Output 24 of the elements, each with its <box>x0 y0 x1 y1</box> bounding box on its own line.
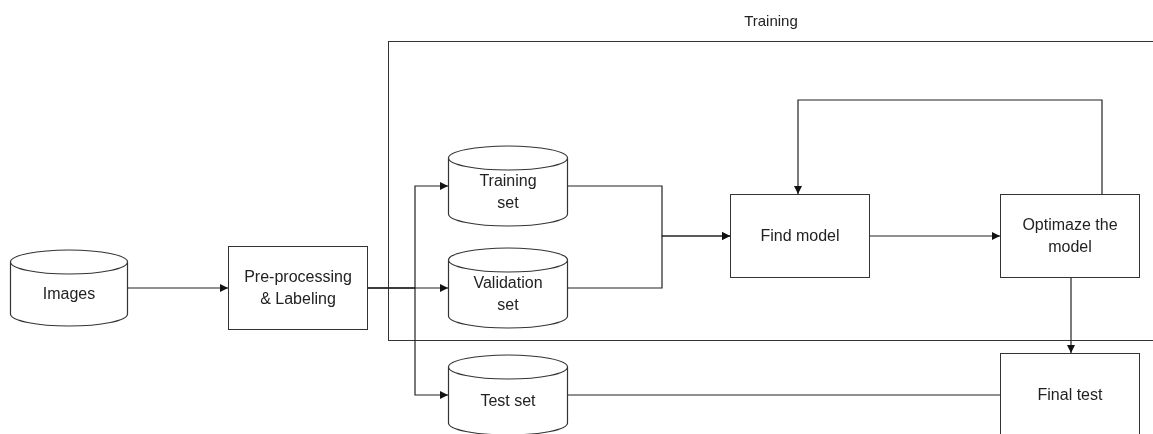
node-label: Validation set <box>472 273 544 315</box>
database-cylinder <box>448 248 568 328</box>
process-box <box>730 194 870 278</box>
node-label: Optimaze the model <box>1021 215 1119 257</box>
process-box <box>228 246 368 330</box>
database-cylinder <box>10 250 128 326</box>
node-label: Images <box>41 284 97 304</box>
node-label: Find model <box>759 226 841 246</box>
arrow <box>127 284 229 292</box>
group-title: Training <box>743 11 799 31</box>
node-label: Test set <box>479 391 537 411</box>
arrow <box>567 232 731 289</box>
arrow <box>869 232 1001 240</box>
connector-line <box>567 394 1001 396</box>
node-label: Final test <box>1036 385 1104 405</box>
arrow <box>794 99 1103 195</box>
arrow <box>1067 277 1075 354</box>
arrow <box>367 287 449 399</box>
process-box <box>1000 194 1140 278</box>
database-cylinder <box>448 146 568 226</box>
node-label: Training set <box>478 171 538 213</box>
database-cylinder <box>448 355 568 434</box>
process-box <box>1000 353 1140 434</box>
node-label: Pre-processing & Labeling <box>243 267 353 309</box>
